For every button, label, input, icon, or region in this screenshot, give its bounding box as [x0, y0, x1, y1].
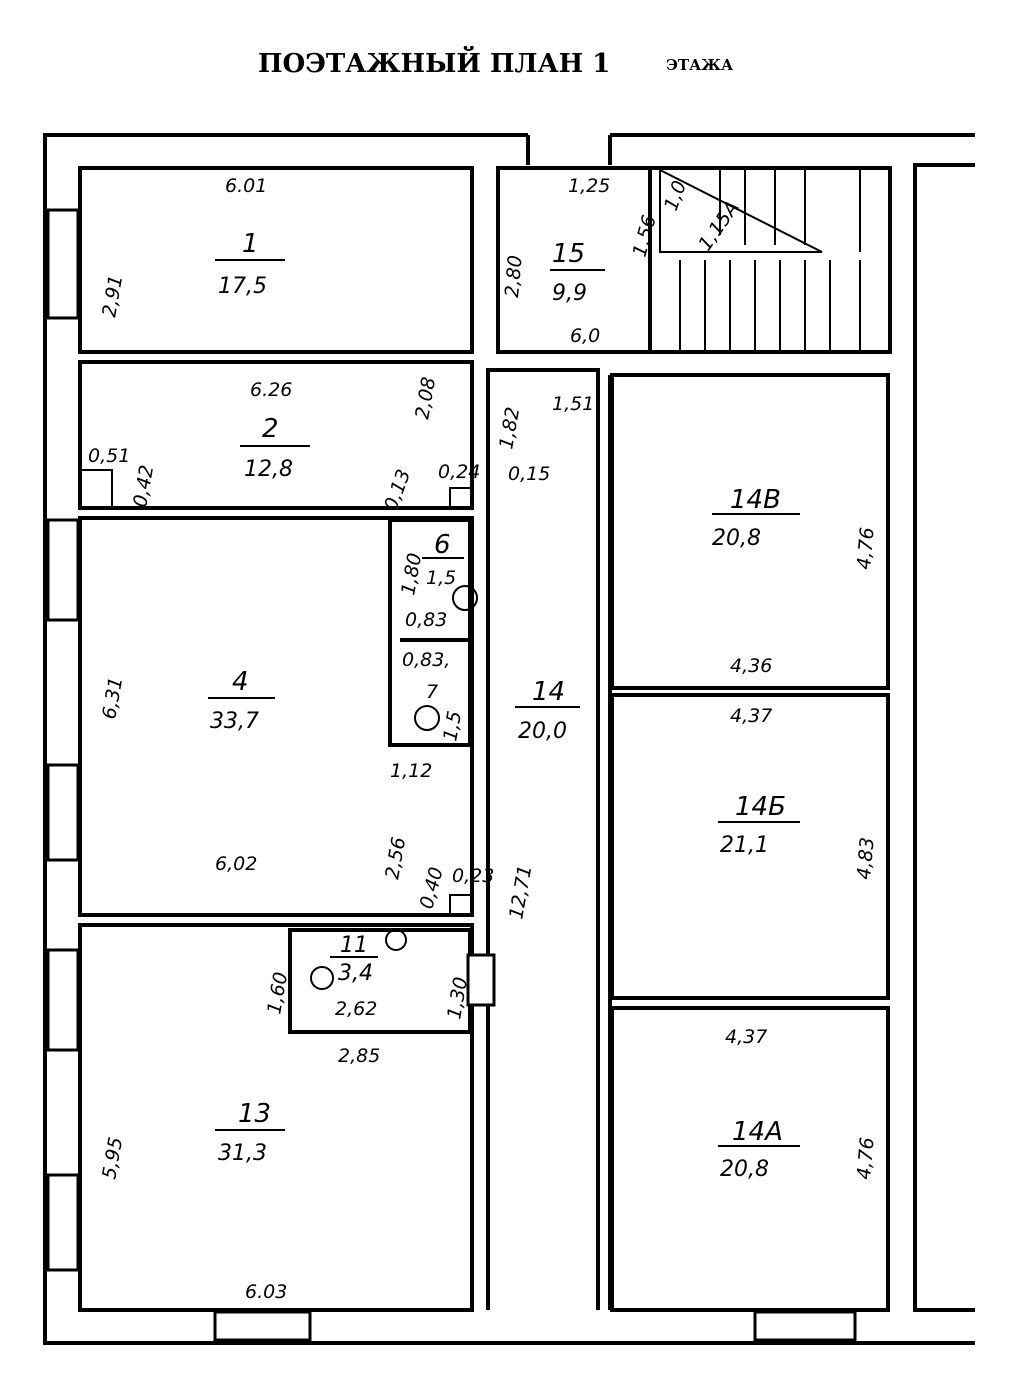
- room-area: 20,8: [720, 1157, 769, 1182]
- dimension-label: 4,76: [853, 526, 879, 570]
- room-area: 17,5: [218, 274, 267, 299]
- dimension-label: 1,15А: [694, 197, 744, 255]
- room-area: 20,8: [712, 526, 761, 551]
- room-area: 33,7: [210, 709, 259, 734]
- sink-icon: [385, 929, 407, 951]
- walls: [43, 133, 975, 1345]
- dimension-label: 0,51: [88, 445, 130, 467]
- room-number: 7: [426, 681, 438, 703]
- room-number: 15: [552, 239, 585, 269]
- dimension-label: 6.03: [245, 1281, 287, 1303]
- dimension-label: 4,37: [730, 705, 772, 727]
- dimension-label: 12,71: [505, 863, 536, 920]
- dimension-label: 0,15: [508, 463, 550, 485]
- plan-title: ПОЭТАЖНЫЙ ПЛАН 1: [258, 46, 610, 79]
- plan-title-suffix: ЭТАЖА: [666, 56, 734, 74]
- dimension-label: 2,85: [338, 1045, 380, 1067]
- dimension-label: 6,31: [98, 675, 127, 720]
- room-6-7-outline: [388, 518, 472, 747]
- room-area: 1,5: [426, 567, 456, 589]
- room-number: 4: [232, 667, 249, 697]
- room-number: 6: [434, 530, 451, 560]
- room-number: 14: [532, 677, 565, 707]
- room-14v-outline: [610, 373, 890, 690]
- sink-icon: [452, 585, 478, 611]
- room-area: 12,8: [244, 457, 293, 482]
- room-15-stair-outline: [496, 166, 892, 354]
- room-number: 11: [340, 933, 368, 958]
- dimension-label: 2,62: [335, 998, 377, 1020]
- windows: [46, 208, 857, 1342]
- dimension-label: 0,83,: [402, 649, 450, 671]
- room-number: 14Б: [735, 792, 786, 822]
- dimension-label: 6,02: [215, 853, 257, 875]
- dimension-label: 2,56: [381, 835, 410, 880]
- dimension-label: 0,23: [452, 865, 494, 887]
- dimension-label: 6,0: [570, 325, 600, 347]
- dimension-label: 0,42: [129, 463, 158, 508]
- dimension-label: 1,30: [443, 975, 472, 1020]
- room-area: 1,5: [439, 709, 466, 743]
- dimension-label: 4,36: [730, 655, 772, 677]
- dimension-label: 0,83: [405, 609, 447, 631]
- dimension-label: 0,24: [438, 461, 480, 483]
- dimension-label: 5,95: [98, 1135, 127, 1180]
- dimension-label: 6.26: [250, 379, 292, 401]
- room-area: 31,3: [218, 1141, 267, 1166]
- dimension-label: 1,80: [397, 551, 426, 596]
- dimension-label: 0,40: [416, 865, 448, 912]
- room-area: 21,1: [720, 833, 769, 858]
- dimension-label: 1,51: [552, 393, 594, 415]
- room-area: 9,9: [552, 281, 587, 306]
- room-2-outline: [78, 360, 474, 510]
- dimension-label: 2,91: [98, 273, 127, 318]
- dimension-label: 1,60: [263, 970, 292, 1015]
- room-number: 14В: [730, 485, 781, 515]
- room-area: 3,4: [338, 961, 373, 986]
- stair-treads: [679, 170, 861, 350]
- dimension-label: 4,83: [853, 836, 879, 880]
- dimension-label: 2,08: [411, 375, 440, 420]
- toilet-icon: [310, 966, 334, 990]
- room-number: 1: [242, 229, 259, 259]
- dimension-label: 1,25: [568, 175, 610, 197]
- room-number: 2: [262, 414, 279, 444]
- dimension-label: 2,80: [501, 254, 527, 298]
- room-area: 20,0: [518, 719, 567, 744]
- dimension-label: 1,82: [495, 405, 524, 450]
- dimension-label: 4,37: [725, 1026, 767, 1048]
- dimension-label: 1,56: [629, 213, 661, 260]
- room-labels: 117,5 212,8 433,7 61,5 71,5 113,4 1331,3…: [208, 229, 800, 1182]
- room-14b-outline: [610, 693, 890, 1000]
- dimension-label: 4,76: [853, 1136, 879, 1180]
- dimension-label: 6.01: [225, 175, 267, 197]
- room-number: 14А: [732, 1117, 783, 1147]
- room-number: 13: [238, 1099, 271, 1129]
- room-1-outline: [78, 166, 474, 354]
- toilet-icon: [414, 705, 440, 731]
- dimension-label: 1,12: [390, 760, 432, 782]
- room-13-outline: [78, 923, 474, 1312]
- room-14a-outline: [610, 1006, 890, 1312]
- dimensions: 6.01 2,91 6.26 2,08 0,51 0,42 0,13 0,24 …: [88, 175, 879, 1303]
